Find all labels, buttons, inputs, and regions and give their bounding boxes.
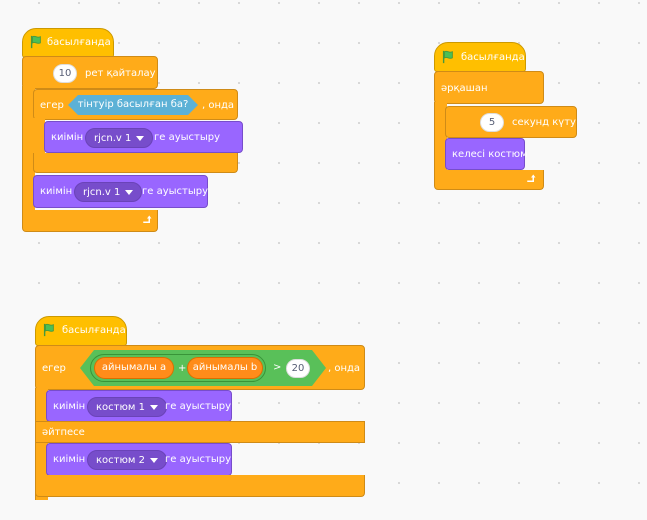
costume-dropdown-value: костюм 1	[96, 402, 145, 413]
if-then-label: , онда	[328, 363, 361, 374]
green-flag-icon	[442, 50, 453, 64]
repeat-arrow-icon	[143, 215, 152, 223]
repeat-block[interactable]: 10 рет қайталау	[22, 56, 158, 89]
if-else-block[interactable]: егер айнымалы a + айнымалы b > 20 , онда	[35, 345, 365, 390]
repeat-arm	[22, 86, 35, 216]
sensor-label: тінтуір басылған ба?	[77, 99, 189, 110]
chevron-down-icon	[149, 457, 158, 463]
switch-suffix: ге ауыстыру	[165, 454, 232, 465]
repeat-bottom	[22, 210, 158, 232]
switch-prefix: киімін	[51, 132, 84, 143]
else-section: әйтпесе	[35, 421, 365, 443]
else-label: әйтпесе	[42, 427, 85, 438]
costume-dropdown[interactable]: rjcn.v 1	[85, 128, 154, 148]
repeat-label: рет қайталау	[85, 68, 156, 79]
when-flag-clicked-hat[interactable]: басылғанда	[35, 316, 127, 346]
if-keyword: егер	[42, 363, 66, 374]
forever-label: әрқашан	[441, 83, 488, 94]
costume-dropdown-value: rjcn.v 1	[83, 187, 121, 198]
switch-prefix: киімін	[40, 186, 73, 197]
greater-than-sign: >	[273, 362, 282, 373]
plus-sign: +	[178, 363, 187, 374]
forever-arm	[434, 102, 447, 172]
costume-dropdown[interactable]: rjcn.v 1	[74, 182, 143, 202]
wait-block[interactable]: 5 секунд күту	[445, 106, 577, 138]
next-costume-label: келесі костюм	[452, 149, 528, 160]
costume-dropdown[interactable]: костюм 1	[87, 397, 167, 417]
if-arm	[33, 118, 45, 154]
add-operator[interactable]: айнымалы a + айнымалы b	[90, 354, 266, 382]
costume-dropdown-value: rjcn.v 1	[94, 133, 132, 144]
if-then-label: , онда	[202, 100, 235, 111]
switch-costume-block-inner[interactable]: киімін rjcn.v 1 ге ауыстыру	[44, 121, 243, 153]
repeat-count-input[interactable]: 10	[53, 64, 77, 83]
switch-costume-block-outer[interactable]: киімін rjcn.v 1 ге ауыстыру	[33, 175, 208, 208]
switch-prefix: киімін	[53, 401, 86, 412]
repeat-arrow-icon	[527, 174, 536, 182]
switch-suffix: ге ауыстыру	[165, 401, 232, 412]
green-flag-icon	[43, 323, 54, 337]
switch-costume-block-2[interactable]: киімін костюм 2 ге ауыстыру	[46, 443, 232, 476]
switch-suffix: ге ауыстыру	[142, 186, 209, 197]
when-flag-clicked-hat[interactable]: басылғанда	[434, 42, 526, 72]
hat-label: басылғанда	[62, 325, 126, 336]
chevron-down-icon	[149, 404, 158, 410]
if-keyword: егер	[40, 100, 64, 111]
variable-a-reporter[interactable]: айнымалы a	[94, 357, 174, 379]
next-costume-block[interactable]: келесі костюм	[445, 138, 528, 170]
green-flag-icon	[30, 35, 41, 49]
forever-bottom	[434, 170, 544, 190]
compare-value-input[interactable]: 20	[286, 359, 310, 378]
forever-block[interactable]: әрқашан	[434, 71, 544, 104]
wait-label: секунд күту	[512, 117, 576, 128]
chevron-down-icon	[125, 189, 134, 195]
mouse-down-sensor[interactable]: тінтуір басылған ба?	[68, 95, 198, 115]
switch-suffix: ге ауыстыру	[154, 132, 221, 143]
if-block[interactable]: егер тінтуір басылған ба? , онда	[33, 89, 238, 120]
if-bottom	[33, 153, 238, 173]
costume-dropdown-value: костюм 2	[96, 455, 145, 466]
if-else-bottom	[35, 475, 365, 497]
wait-seconds-input[interactable]: 5	[480, 113, 504, 132]
variable-b-reporter[interactable]: айнымалы b	[187, 357, 263, 379]
greater-than-operator[interactable]: айнымалы a + айнымалы b > 20	[80, 350, 326, 386]
switch-prefix: киімін	[53, 454, 86, 465]
when-flag-clicked-hat[interactable]: басылғанда	[22, 28, 114, 58]
chevron-down-icon	[136, 135, 145, 141]
costume-dropdown[interactable]: костюм 2	[87, 450, 167, 470]
switch-costume-block-1[interactable]: киімін костюм 1 ге ауыстыру	[46, 390, 232, 422]
if-else-arm	[35, 388, 48, 500]
hat-label: басылғанда	[47, 37, 111, 48]
hat-label: басылғанда	[461, 52, 525, 63]
